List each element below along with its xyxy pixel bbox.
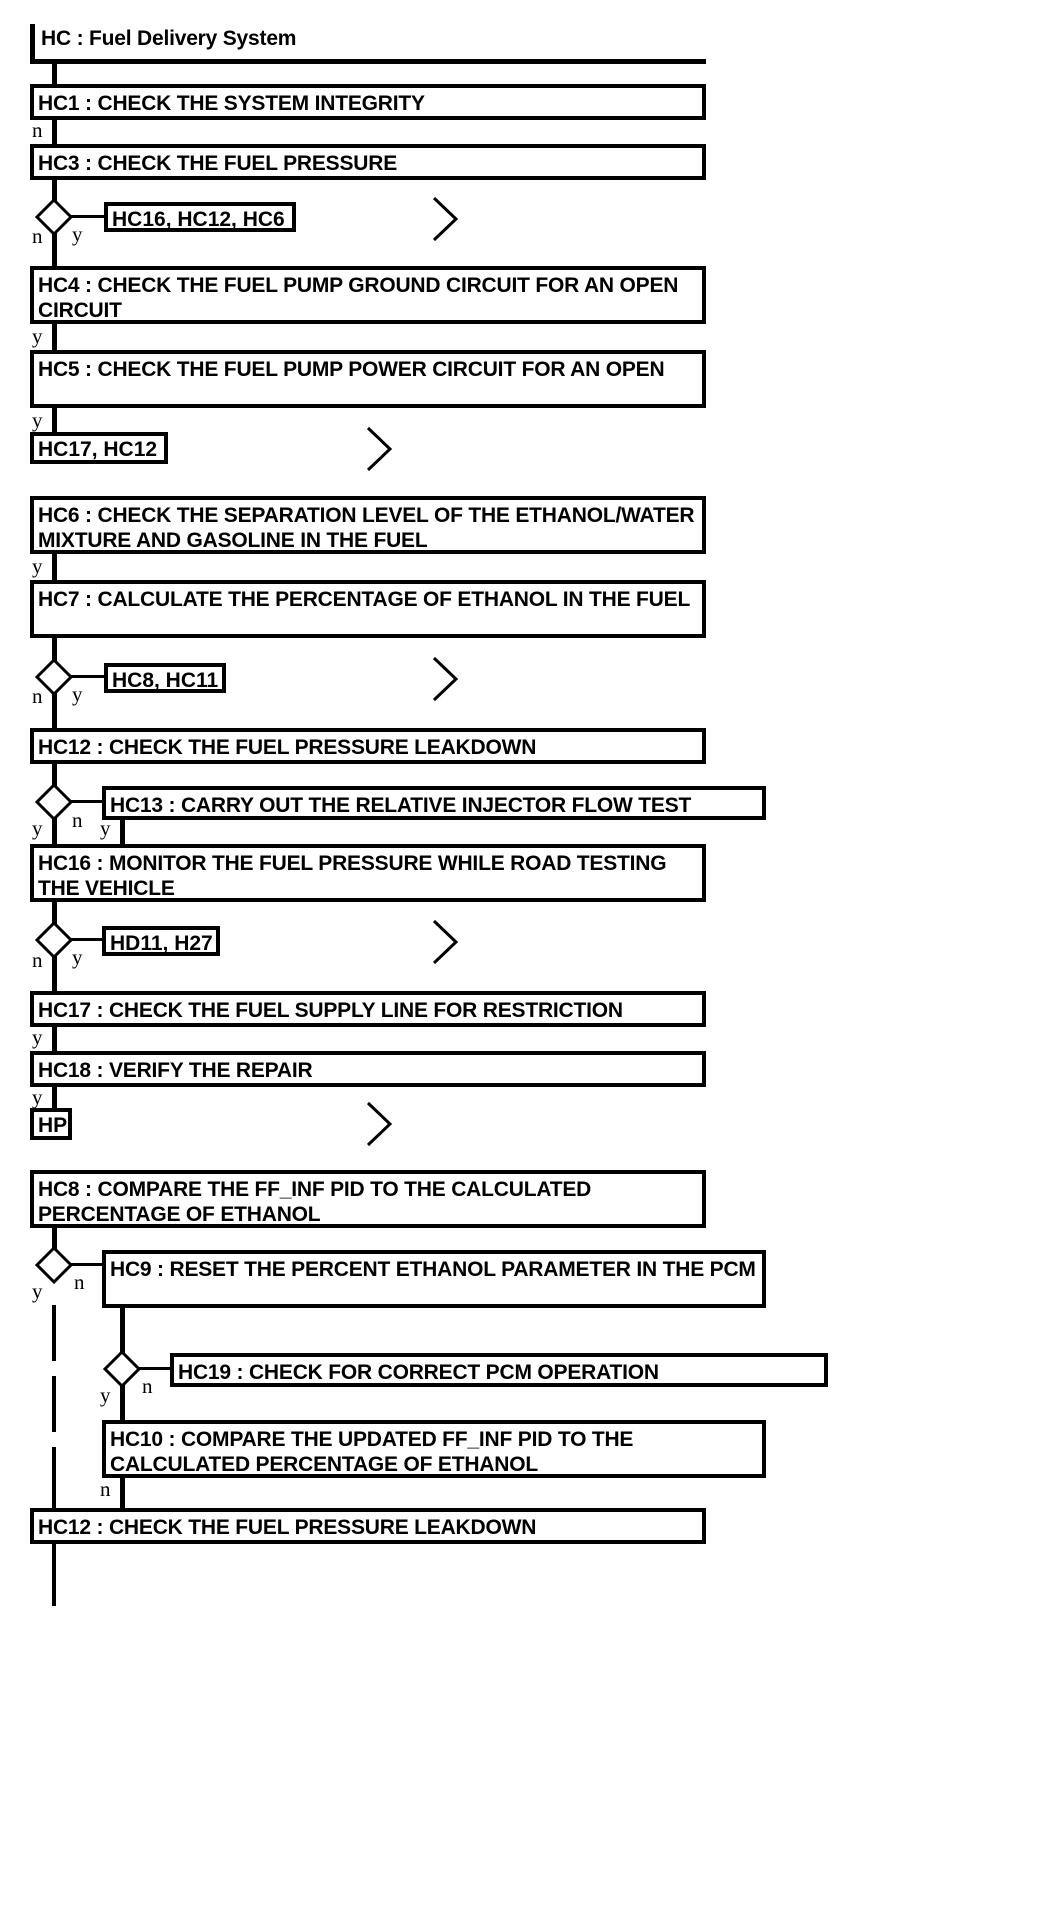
branch-label-HC9-yes: y xyxy=(100,1383,111,1407)
flow-node-HC9[interactable]: HC9 : RESET THE PERCENT ETHANOL PARAMETE… xyxy=(102,1250,766,1308)
connector-HC12b-tail xyxy=(52,1542,56,1606)
connector-HC13-to-HC16 xyxy=(120,818,125,844)
connector-decision4-to-ref4 xyxy=(70,938,103,941)
connector-decision5-to-HC9 xyxy=(70,1263,103,1266)
connector-HC-to-HC1 xyxy=(52,62,57,84)
connector-HC8-to-decision5 xyxy=(52,1226,57,1254)
goto-chevron-icon xyxy=(428,192,462,246)
branch-label-HC4-yes: y xyxy=(32,324,43,348)
branch-label-HC9-no: n xyxy=(142,1374,153,1398)
flow-node-HC6[interactable]: HC6 : CHECK THE SEPARATION LEVEL OF THE … xyxy=(30,496,706,554)
branch-label-HC12a-yes: y xyxy=(32,816,43,840)
branch-label-HC3-yes: y xyxy=(72,222,83,246)
connector-HC8-yes-rail-1 xyxy=(52,1305,56,1361)
flow-ref-HC17-HC12[interactable]: HC17, HC12 xyxy=(30,432,168,464)
flow-node-HC8[interactable]: HC8 : COMPARE THE FF_INF PID TO THE CALC… xyxy=(30,1170,706,1228)
connector-HC8-yes-rail-2 xyxy=(52,1376,56,1432)
flow-node-HC17[interactable]: HC17 : CHECK THE FUEL SUPPLY LINE FOR RE… xyxy=(30,991,706,1027)
flow-ref-HP[interactable]: HP xyxy=(30,1108,72,1140)
connector-HC3-to-decision1 xyxy=(52,178,57,204)
flow-node-HC19[interactable]: HC19 : CHECK FOR CORRECT PCM OPERATION xyxy=(170,1353,828,1387)
branch-label-HC8-yes: y xyxy=(32,1279,43,1303)
flow-node-HC10[interactable]: HC10 : COMPARE THE UPDATED FF_INF PID TO… xyxy=(102,1420,766,1478)
connector-HC18-to-ref5 xyxy=(52,1085,57,1109)
decision-diamond-HC8[interactable] xyxy=(35,1246,73,1284)
connector-HC1-to-HC3 xyxy=(52,118,57,144)
flow-node-HC16[interactable]: HC16 : MONITOR THE FUEL PRESSURE WHILE R… xyxy=(30,844,706,902)
flow-ref-HD11-H27[interactable]: HD11, H27 xyxy=(102,926,220,956)
branch-label-HC17-yes: y xyxy=(32,1025,43,1049)
connector-decision2-to-HC12a xyxy=(52,692,57,728)
connector-HC7-to-decision2 xyxy=(52,636,57,664)
connector-decision6-to-HC10 xyxy=(120,1385,125,1421)
flow-node-HC7[interactable]: HC7 : CALCULATE THE PERCENTAGE OF ETHANO… xyxy=(30,580,706,638)
connector-decision6-to-HC19 xyxy=(138,1367,171,1370)
connector-HC6-to-HC7 xyxy=(52,552,57,580)
goto-chevron-icon xyxy=(428,915,462,969)
connector-decision3-to-HC16 xyxy=(52,818,57,844)
flow-node-HC13[interactable]: HC13 : CARRY OUT THE RELATIVE INJECTOR F… xyxy=(102,786,766,820)
connector-HC10-to-HC12b xyxy=(120,1476,125,1508)
connector-HC17-to-HC18 xyxy=(52,1025,57,1051)
connector-HC16-to-decision4 xyxy=(52,900,57,928)
flow-node-HC5[interactable]: HC5 : CHECK THE FUEL PUMP POWER CIRCUIT … xyxy=(30,350,706,408)
connector-decision2-to-ref3 xyxy=(70,675,105,678)
flow-node-HC3[interactable]: HC3 : CHECK THE FUEL PRESSURE xyxy=(30,144,706,180)
branch-label-HC5-yes: y xyxy=(32,408,43,432)
connector-HC4-to-HC5 xyxy=(52,322,57,350)
goto-chevron-icon xyxy=(362,1097,396,1151)
connector-HC9-to-decision6 xyxy=(120,1306,125,1362)
branch-label-HC3-no: n xyxy=(32,224,43,248)
connector-decision1-to-ref1 xyxy=(70,215,105,218)
branch-label-HC16-no: n xyxy=(32,948,43,972)
connector-HC12a-to-decision3 xyxy=(52,762,57,790)
branch-label-HC16-yes: y xyxy=(72,945,83,969)
connector-HC5-to-ref2 xyxy=(52,406,57,432)
connector-decision1-to-HC4 xyxy=(52,232,57,266)
goto-chevron-icon xyxy=(362,422,396,476)
flow-ref-HC16-HC12-HC6[interactable]: HC16, HC12, HC6 xyxy=(104,202,296,232)
flow-node-HC12-second[interactable]: HC12 : CHECK THE FUEL PRESSURE LEAKDOWN xyxy=(30,1508,706,1544)
branch-label-HC1-no: n xyxy=(32,118,43,142)
connector-decision4-to-HC17 xyxy=(52,955,57,991)
branch-label-HC6-yes: y xyxy=(32,554,43,578)
branch-label-HC18-yes: y xyxy=(32,1085,43,1109)
flow-node-HC4[interactable]: HC4 : CHECK THE FUEL PUMP GROUND CIRCUIT… xyxy=(30,266,706,324)
goto-chevron-icon xyxy=(428,652,462,706)
branch-label-HC7-yes: y xyxy=(72,682,83,706)
flow-ref-HC8-HC11[interactable]: HC8, HC11 xyxy=(104,663,226,693)
branch-label-HC10-no: n xyxy=(100,1477,111,1501)
branch-label-HC7-no: n xyxy=(32,684,43,708)
branch-label-HC8-no: n xyxy=(74,1270,85,1294)
flow-node-HC12-first[interactable]: HC12 : CHECK THE FUEL PRESSURE LEAKDOWN xyxy=(30,728,706,764)
branch-label-HC13-yes: y xyxy=(100,816,111,840)
connector-decision3-to-HC13 xyxy=(70,800,103,803)
branch-label-HC12a-no: n xyxy=(72,808,83,832)
flow-node-HC[interactable]: HC : Fuel Delivery System xyxy=(30,24,706,64)
flow-node-HC1[interactable]: HC1 : CHECK THE SYSTEM INTEGRITY xyxy=(30,84,706,120)
flow-node-HC18[interactable]: HC18 : VERIFY THE REPAIR xyxy=(30,1051,706,1087)
connector-HC8-yes-rail-3 xyxy=(52,1447,56,1521)
